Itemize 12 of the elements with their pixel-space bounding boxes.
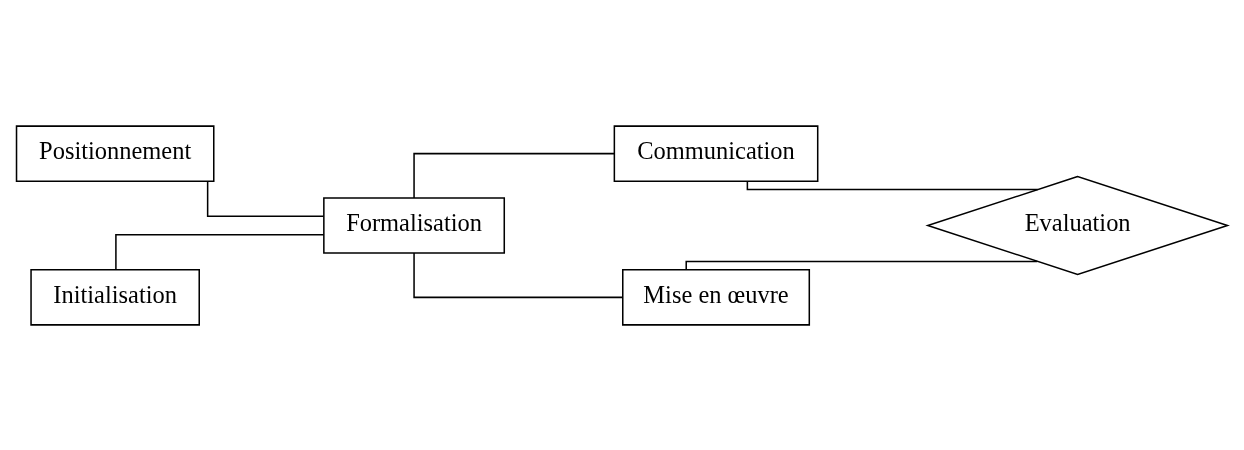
node-box: Mise en œuvre bbox=[622, 268, 811, 326]
node-box: Communication bbox=[613, 124, 819, 182]
node-box: Positionnement bbox=[15, 124, 215, 182]
node-diamond: Evaluation bbox=[925, 175, 1230, 275]
connector bbox=[413, 251, 624, 298]
connector bbox=[115, 233, 325, 270]
connector bbox=[413, 152, 615, 199]
connector bbox=[685, 260, 1038, 271]
connector bbox=[206, 180, 325, 217]
connector bbox=[746, 179, 1039, 190]
node-box: Formalisation bbox=[323, 196, 506, 254]
node-box: Initialisation bbox=[30, 268, 200, 326]
